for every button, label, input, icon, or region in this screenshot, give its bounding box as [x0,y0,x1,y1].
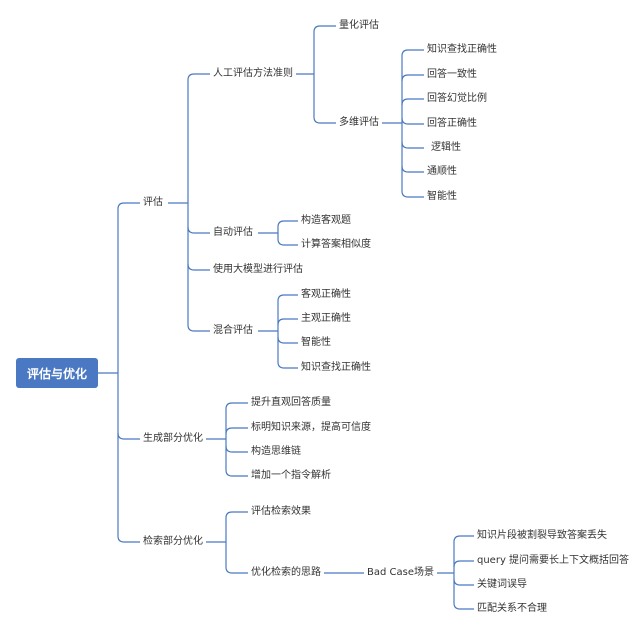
connector-line [277,294,298,302]
connector-line [313,25,336,33]
node-mixed-item[interactable]: 智能性 [298,336,334,350]
connector-line [401,49,424,57]
connector-line [225,566,248,574]
node-mixed-item[interactable]: 客观正确性 [298,288,354,302]
connector-line [117,432,140,440]
node-multidim-eval[interactable]: 多维评估 [336,116,382,130]
node-multi-item[interactable]: 回答幻觉比例 [424,92,490,106]
node-mixed-eval[interactable]: 混合评估 [210,324,256,338]
node-retrieval-effect[interactable]: 评估检索效果 [248,505,314,519]
node-multi-item[interactable]: 回答一致性 [424,68,480,82]
node-gen-item[interactable]: 标明知识来源，提高可信度 [248,421,374,435]
node-mixed-item[interactable]: 主观正确性 [298,312,354,326]
node-badcase-item[interactable]: 匹配关系不合理 [474,602,550,616]
connector-line [187,263,210,271]
node-gen-item[interactable]: 增加一个指令解析 [248,469,334,483]
node-llm-eval[interactable]: 使用大模型进行评估 [210,263,306,277]
node-multi-item[interactable]: 回答正确性 [424,117,480,131]
node-multi-item[interactable]: 逻辑性 [428,141,464,155]
node-mixed-item[interactable]: 知识查找正确性 [298,361,374,375]
connector-line [401,190,424,198]
connector-line [453,560,474,568]
root-node[interactable]: 评估与优化 [16,358,98,388]
node-eval[interactable]: 评估 [140,196,166,210]
connector-line [453,602,474,610]
node-quantitative-eval[interactable]: 量化评估 [336,19,382,33]
node-multi-item[interactable]: 知识查找正确性 [424,43,500,57]
connector-line [225,511,248,519]
connector-line [277,361,298,369]
node-badcase-item[interactable]: 知识片段被割裂导致答案丢失 [474,529,610,543]
node-retrieval-idea[interactable]: 优化检索的思路 [248,566,324,580]
node-gen-item[interactable]: 构造思维链 [248,445,304,459]
connector-line [225,469,248,477]
node-retrieval-optimization[interactable]: 检索部分优化 [140,535,206,549]
node-multi-item[interactable]: 智能性 [424,190,460,204]
connector-line [313,116,336,124]
node-badcase-item[interactable]: 关键词误导 [474,578,530,592]
node-manual-eval[interactable]: 人工评估方法准则 [210,67,296,81]
node-badcase[interactable]: Bad Case场景 [364,566,437,580]
connector-line [277,238,298,246]
connector-line [401,117,424,125]
node-generation-optimization[interactable]: 生成部分优化 [140,432,206,446]
node-gen-item[interactable]: 提升直观回答质量 [248,396,334,410]
connector-line [187,73,210,81]
connector-line [401,141,424,149]
connector-line [277,318,298,326]
connector-line [401,165,424,173]
connector-line [225,445,248,453]
node-badcase-item[interactable]: query 提问需要长上下文概括回答 [474,554,633,568]
connector-line [453,578,474,586]
connector-line [117,202,140,210]
connector-line [187,226,210,234]
connector-line [453,535,474,543]
connector-line [401,74,424,82]
node-auto-item[interactable]: 计算答案相似度 [298,238,374,252]
connector-line [225,427,248,435]
connector-line [277,220,298,228]
connector-line [117,535,140,543]
node-auto-eval[interactable]: 自动评估 [210,226,256,240]
connector-line [277,336,298,344]
node-auto-item[interactable]: 构造客观题 [298,214,354,228]
connector-line [187,324,210,332]
connector-line [225,402,248,410]
node-multi-item[interactable]: 通顺性 [424,165,460,179]
connector-line [401,98,424,106]
